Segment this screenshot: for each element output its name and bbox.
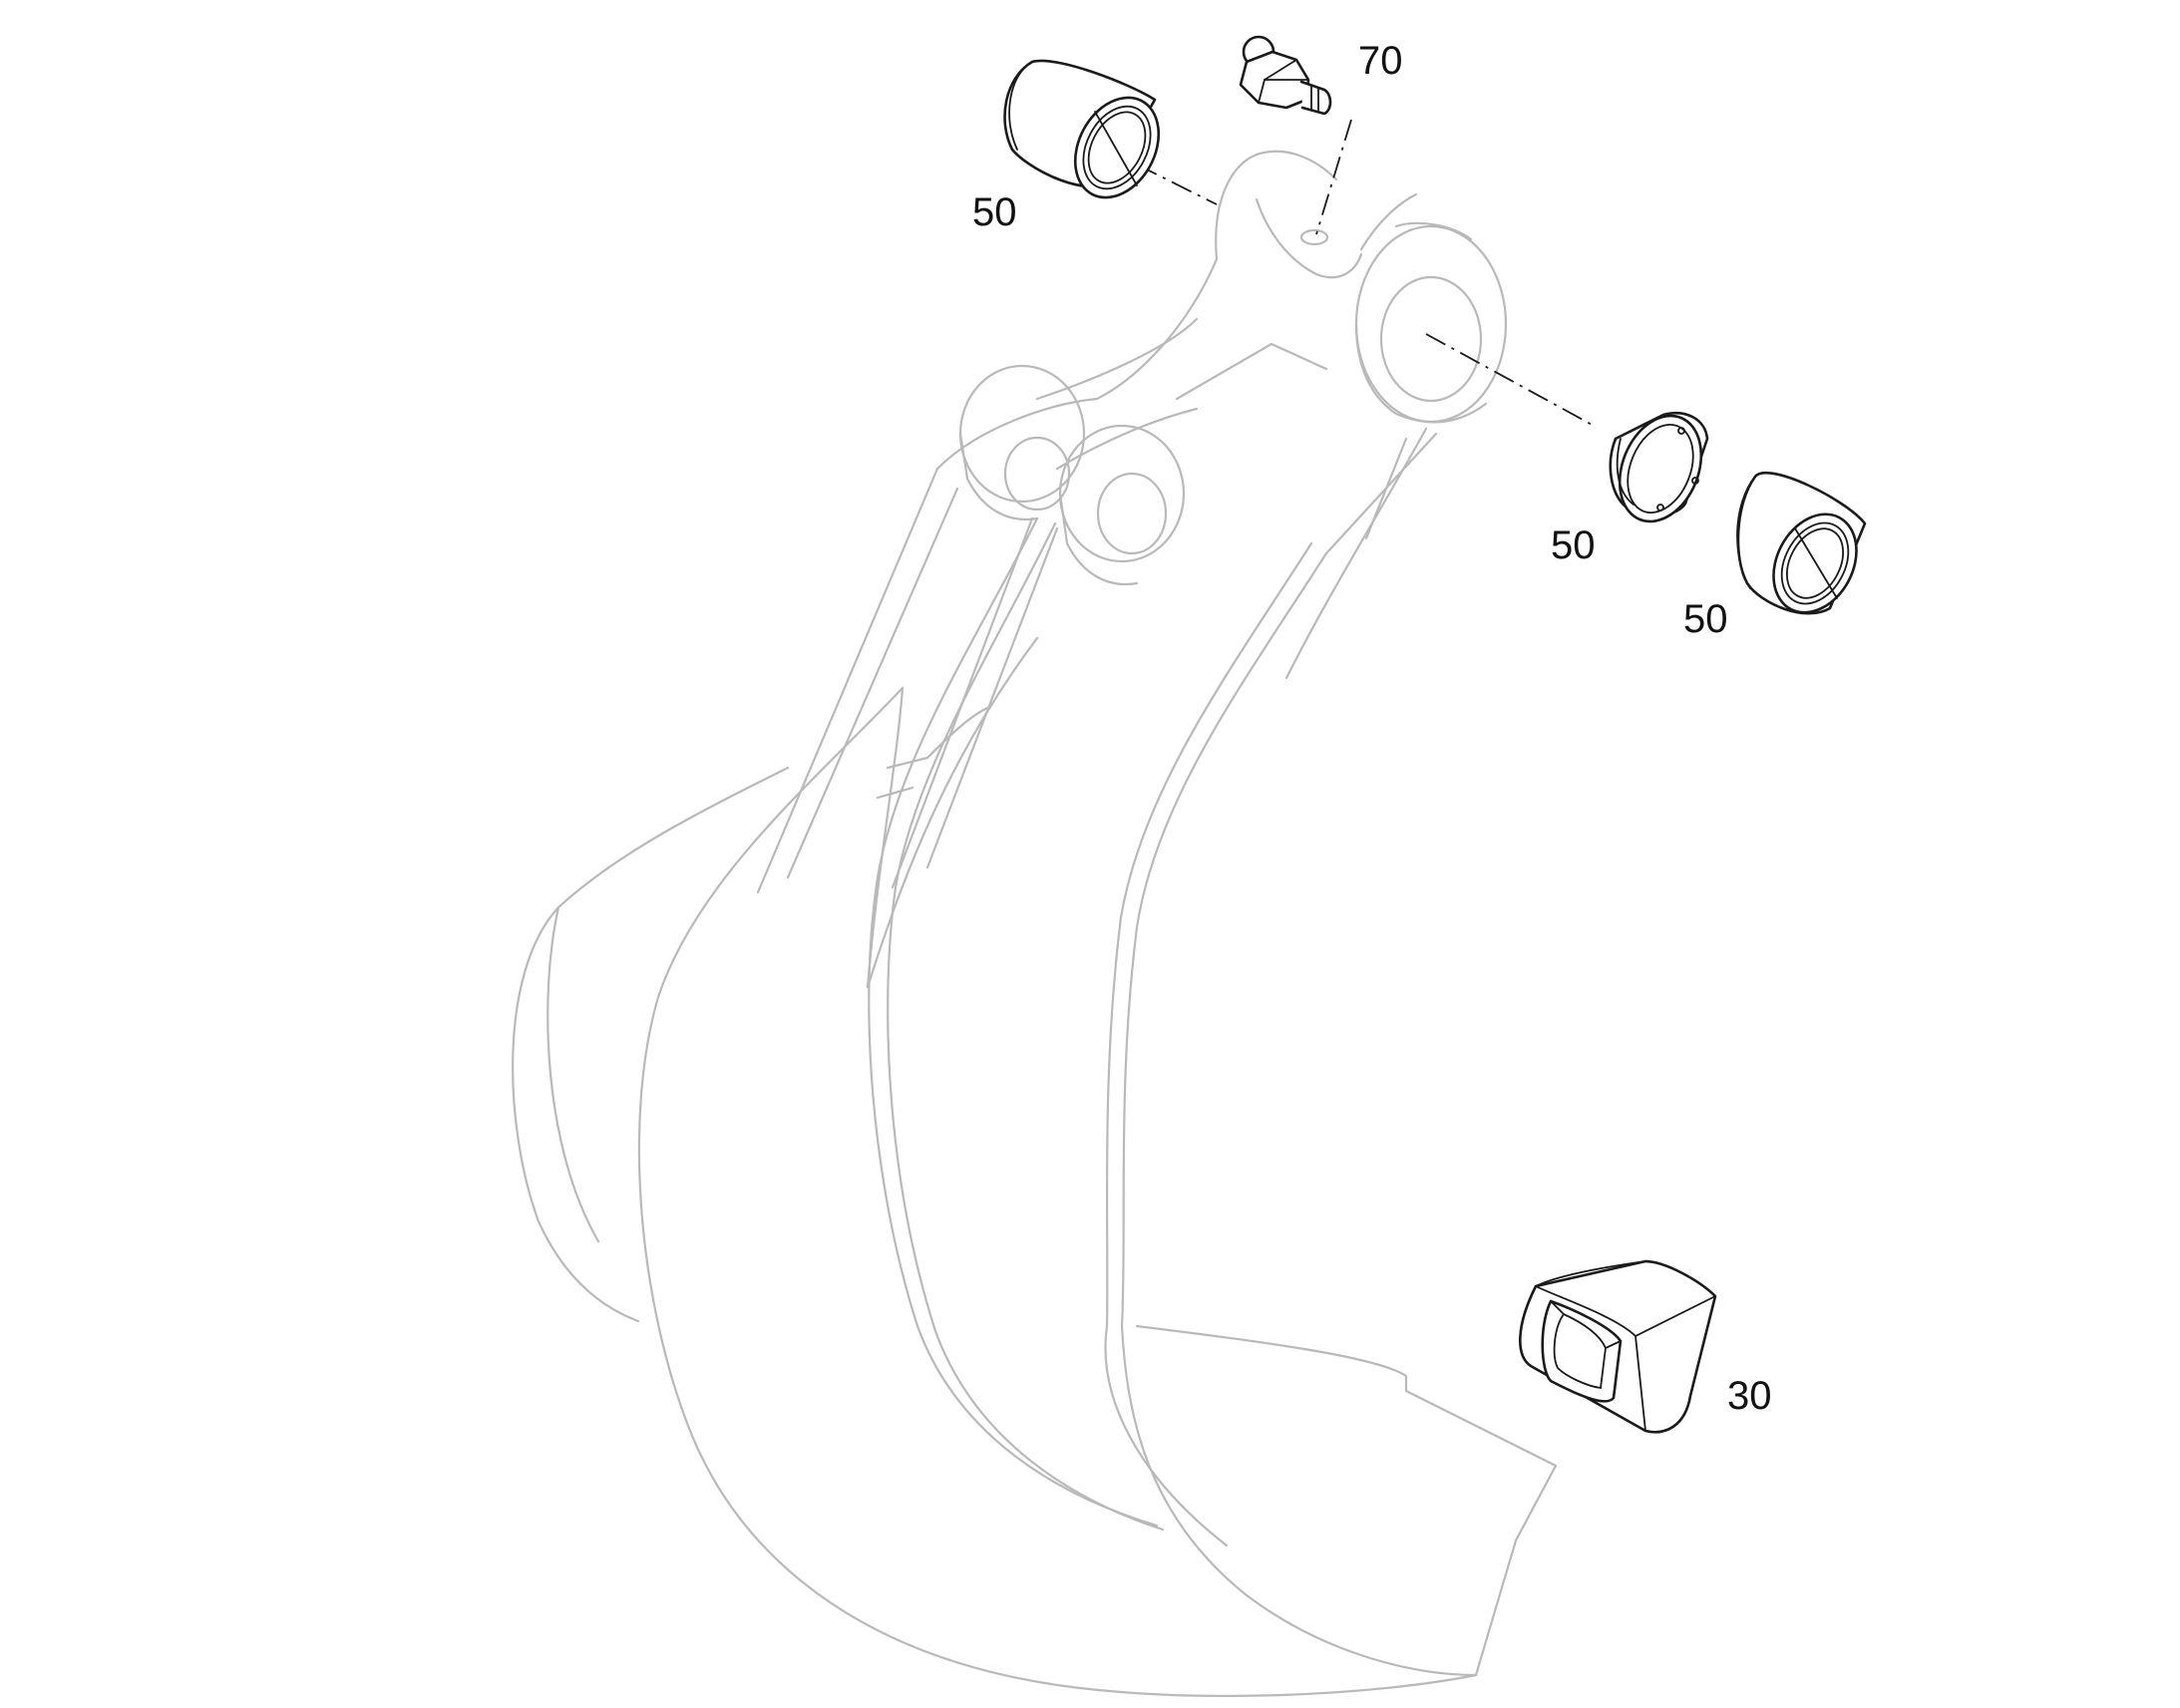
seal-ring-right[interactable] — [1605, 404, 1716, 533]
bushing-top-left[interactable] — [1003, 59, 1176, 212]
callout-top-bushing: 50 — [972, 190, 1017, 234]
tooth-adapter[interactable] — [1519, 1259, 1717, 1434]
leader-top-bushing — [1136, 164, 1218, 205]
bushing-right[interactable] — [1736, 471, 1873, 627]
tooth-adapter-icon — [1519, 1259, 1717, 1434]
callout-right-bushing: 50 — [1683, 597, 1728, 641]
leader-right-bushings — [1425, 333, 1597, 428]
leader-grease-nipple — [1315, 119, 1352, 235]
grease-nipple[interactable] — [1239, 35, 1332, 116]
seal-ring-icon — [1609, 412, 1709, 523]
bucket-ghost-outline — [512, 150, 1558, 1698]
callout-tooth-adapter: 30 — [1727, 1374, 1772, 1418]
callout-seal-ring: 50 — [1551, 523, 1596, 567]
callout-labels: 70 50 50 50 30 — [972, 39, 1772, 1418]
grease-nipple-icon — [1239, 35, 1332, 116]
leader-lines — [1136, 119, 1597, 428]
callout-grease-nipple: 70 — [1358, 39, 1403, 83]
